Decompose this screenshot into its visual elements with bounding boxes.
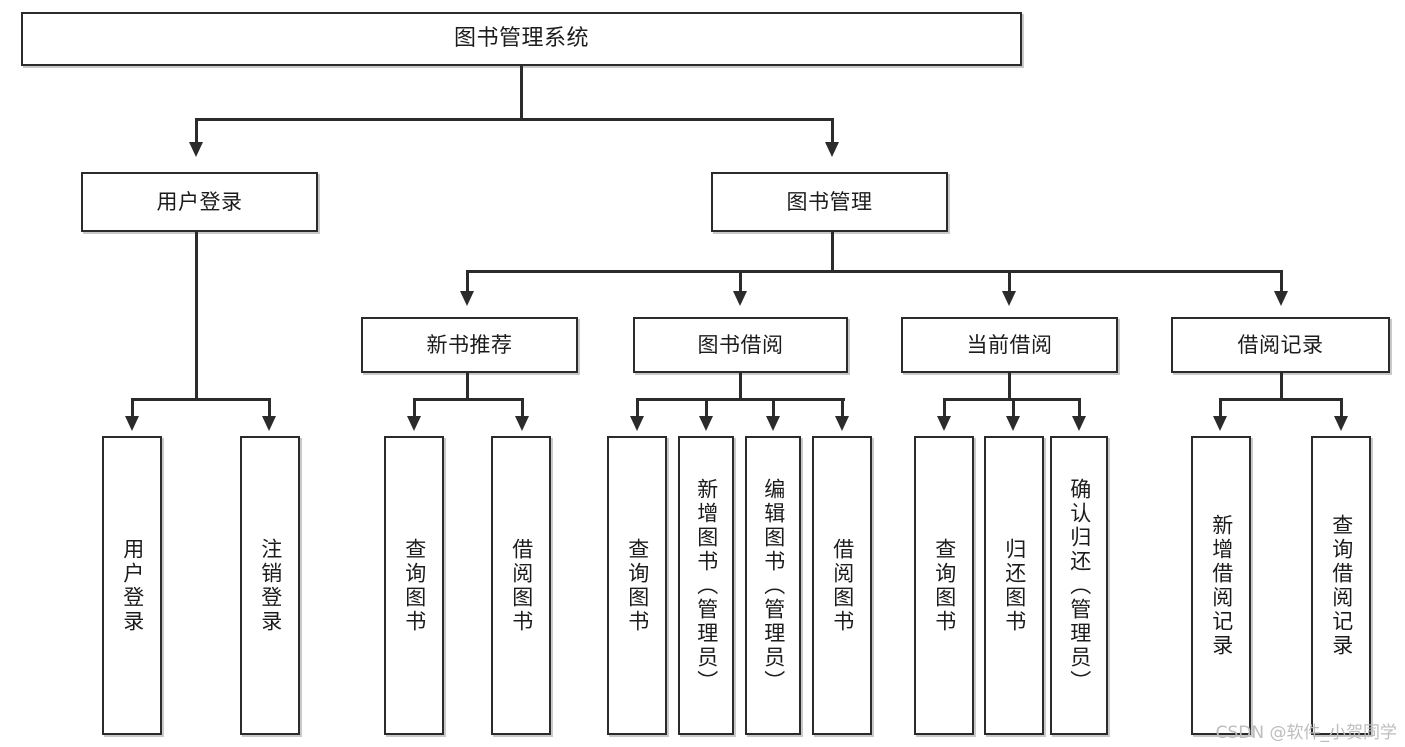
leaf-borrow-book[interactable]: 借阅图书 [812,436,872,735]
arrowhead-new-book-leaf2 [515,416,529,431]
arrowhead-to-book-borrow [733,291,747,306]
leaf-logout[interactable]: 注销登录 [240,436,300,735]
node-label: 借阅图书 [830,537,855,634]
node-current-borrow[interactable]: 当前借阅 [901,317,1118,373]
edge-new-book-stem [466,373,469,400]
node-new-book-recommend[interactable]: 新书推荐 [361,317,578,373]
edge-new-book-bus [413,398,523,401]
node-label: 借阅图书 [509,537,534,634]
leaf-confirm-return-admin[interactable]: 确认归还（管理员） [1050,436,1108,735]
arrowhead-current-borrow-leaf2 [1006,416,1020,431]
node-label: 新增借阅记录 [1209,513,1234,658]
edge-level3-bus [466,270,1282,273]
leaf-return-book[interactable]: 归还图书 [984,436,1044,735]
node-label: 编辑图书（管理员） [761,477,786,694]
edge-root-stem [520,66,523,120]
arrowhead-to-book-mgmt [825,142,839,157]
edge-to-book-borrow [739,270,742,294]
leaf-new-book-query[interactable]: 查询图书 [384,436,444,735]
node-user-login[interactable]: 用户登录 [81,172,318,232]
arrowhead-borrow-record-leaf1 [1213,416,1227,431]
edge-to-new-book [466,270,469,294]
edge-borrow-record-stem [1280,373,1283,400]
node-label: 新增图书（管理员） [694,477,719,694]
node-label: 用户登录 [120,537,145,634]
arrowhead-current-borrow-leaf1 [937,416,951,431]
arrowhead-to-current-borrow [1002,291,1016,306]
arrowhead-to-borrow-record [1274,291,1288,306]
arrowhead-book-borrow-leaf4 [835,416,849,431]
leaf-edit-book-admin[interactable]: 编辑图书（管理员） [745,436,801,735]
leaf-borrow-query-book[interactable]: 查询图书 [607,436,667,735]
edge-new-book-leaf2 [521,398,524,420]
leaf-user-login[interactable]: 用户登录 [102,436,162,735]
node-book-management[interactable]: 图书管理 [711,172,948,232]
node-label: 借阅记录 [1237,332,1324,357]
watermark-text: CSDN @软件_小贺同学 [1215,723,1397,743]
edge-new-book-leaf1 [413,398,416,420]
edge-user-login-stem [195,232,198,400]
edge-current-borrow-stem [1008,373,1011,400]
leaf-current-query-book[interactable]: 查询图书 [914,436,974,735]
edge-root-bus [196,118,834,121]
edge-current-borrow-bus [943,398,1079,401]
node-label: 确认归还（管理员） [1067,477,1092,694]
arrowhead-to-new-book [460,291,474,306]
arrowhead-book-borrow-leaf2 [699,416,713,431]
arrowhead-user-login-leaf2 [262,416,276,431]
edge-to-current-borrow [1008,270,1011,294]
edge-to-user-login [195,118,198,146]
node-label: 图书管理系统 [453,26,589,52]
arrowhead-book-borrow-leaf3 [766,416,780,431]
edge-book-borrow-leaf3 [772,398,775,420]
node-label: 新书推荐 [426,332,513,357]
edge-user-login-bus [131,398,269,401]
edge-borrow-record-leaf1 [1219,398,1222,420]
node-book-borrow[interactable]: 图书借阅 [633,317,848,373]
edge-current-borrow-leaf2 [1012,398,1015,420]
arrowhead-borrow-record-leaf2 [1334,416,1348,431]
arrowhead-current-borrow-leaf3 [1072,416,1086,431]
node-label: 查询图书 [932,537,957,634]
arrowhead-user-login-leaf1 [125,416,139,431]
node-label: 查询借阅记录 [1329,513,1354,658]
arrowhead-book-borrow-leaf1 [630,416,644,431]
leaf-add-borrow-record[interactable]: 新增借阅记录 [1191,436,1251,735]
node-label: 查询图书 [402,537,427,634]
node-label: 图书管理 [786,189,873,214]
edge-user-login-leaf2 [268,398,271,420]
edge-current-borrow-leaf3 [1078,398,1081,420]
node-label: 归还图书 [1002,537,1027,634]
edge-book-borrow-leaf2 [705,398,708,420]
node-label: 查询图书 [625,537,650,634]
edge-book-mgmt-stem [831,232,834,272]
edge-book-borrow-leaf4 [841,398,844,420]
node-label: 图书借阅 [697,332,784,357]
node-root-system[interactable]: 图书管理系统 [21,12,1022,66]
arrowhead-to-user-login [189,142,203,157]
node-label: 注销登录 [258,537,283,634]
edge-borrow-record-leaf2 [1340,398,1343,420]
node-label: 当前借阅 [966,332,1053,357]
edge-to-borrow-record [1280,270,1283,294]
edge-current-borrow-leaf1 [943,398,946,420]
edge-borrow-record-bus [1219,398,1342,401]
node-label: 用户登录 [156,189,243,214]
edge-user-login-leaf1 [131,398,134,420]
arrowhead-new-book-leaf1 [407,416,421,431]
node-borrow-record[interactable]: 借阅记录 [1171,317,1390,373]
leaf-query-borrow-record[interactable]: 查询借阅记录 [1311,436,1371,735]
leaf-new-book-borrow[interactable]: 借阅图书 [491,436,551,735]
edge-book-borrow-stem [739,373,742,400]
leaf-add-book-admin[interactable]: 新增图书（管理员） [678,436,734,735]
edge-book-borrow-bus [636,398,845,401]
edge-book-borrow-leaf1 [636,398,639,420]
edge-to-book-mgmt [831,118,834,146]
